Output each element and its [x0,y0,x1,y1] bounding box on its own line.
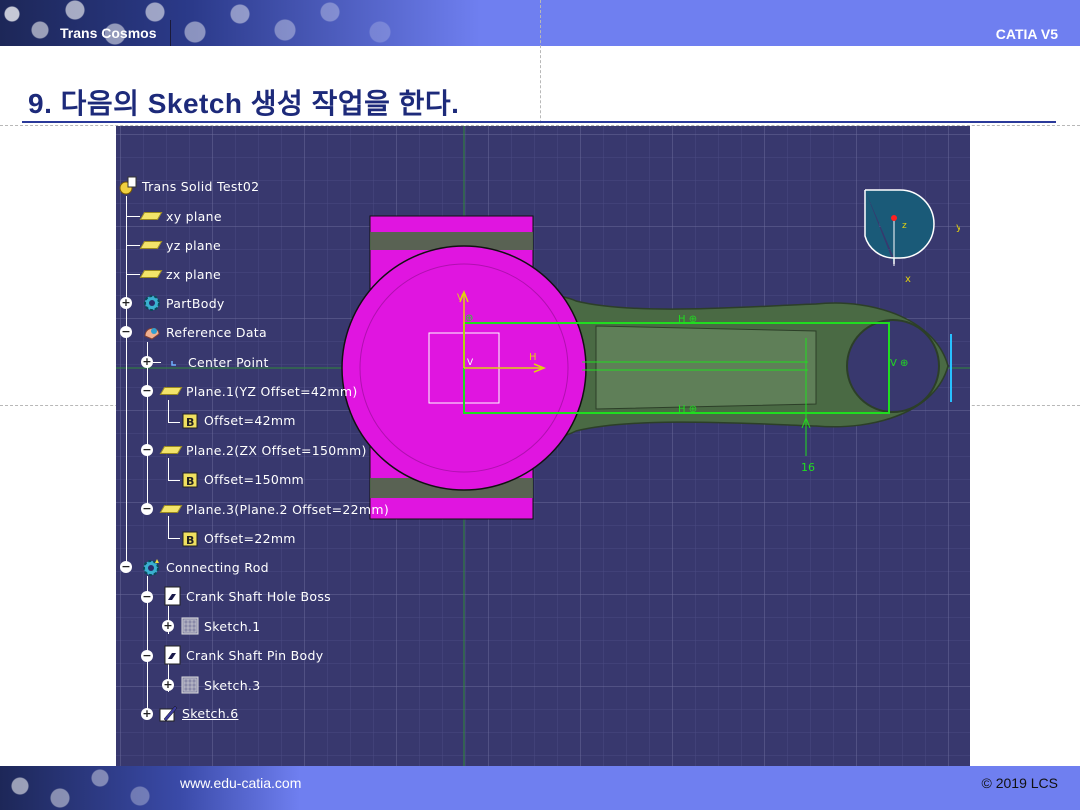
footer-banner: www.edu-catia.com © 2019 LCS [0,766,1080,810]
product-name: CATIA V5 [995,26,1058,42]
catia-viewport[interactable]: 16 H ⊕ H ⊕ V ⊕ ⊕ V H V z y x [116,126,970,766]
title-underline [22,121,1056,123]
svg-text:B: B [186,475,194,488]
pin-hole [846,319,940,413]
collapse-pin-body-button[interactable]: − [141,649,153,662]
sketch-icon [180,616,200,636]
svg-text:V ⊕: V ⊕ [890,358,908,369]
plane-icon [139,241,163,249]
expand-sketch1-button[interactable]: + [162,619,174,632]
sketch-grid: 16 H ⊕ H ⊕ V ⊕ ⊕ V H V [116,126,970,766]
parameter-icon: B [180,528,200,548]
svg-text:y: y [956,222,960,233]
product-icon [118,176,138,196]
footer-decoration [0,766,300,810]
tree-item-sketch1[interactable]: Sketch.1 [180,616,260,636]
geometrical-set-icon [142,322,162,342]
tree-item-offset-42[interactable]: B Offset=42mm [180,410,296,430]
pad-icon [162,645,182,665]
svg-text:x: x [905,274,911,284]
svg-text:V: V [467,358,474,368]
tree-item-crank-shaft-pin-body[interactable]: Crank Shaft Pin Body [162,645,323,665]
expand-partbody-button[interactable]: + [120,296,132,309]
parameter-icon: B [180,410,200,430]
pad-icon [162,586,182,606]
tree-item-crank-shaft-hole-boss[interactable]: Crank Shaft Hole Boss [162,586,331,606]
tree-item-zx-plane[interactable]: zx plane [139,264,221,284]
page-title: 9. 다음의 Sketch 생성 작업을 한다. [28,88,460,119]
tree-item-plane3[interactable]: Plane.3(Plane.2 Offset=22mm) [159,499,389,519]
tree-root[interactable]: Trans Solid Test02 [118,176,259,196]
svg-text:V: V [457,293,464,303]
collapse-plane1-button[interactable]: − [141,384,153,397]
tree-item-offset-150[interactable]: B Offset=150mm [180,469,304,489]
tree-item-xy-plane[interactable]: xy plane [139,206,222,226]
compass-icon[interactable]: z y x [860,184,960,284]
plane-icon [159,387,183,395]
plane-icon [139,270,163,278]
svg-text:H: H [529,352,537,363]
collapse-connecting-rod-button[interactable]: − [120,560,132,573]
plane-icon [159,446,183,454]
tree-item-connecting-rod[interactable]: Connecting Rod [142,557,269,577]
tree-item-center-point[interactable]: Center Point [166,352,269,372]
body-gear-icon [142,293,162,313]
sketch-icon [180,675,200,695]
banner-divider [170,20,171,46]
expand-sketch6-button[interactable]: + [141,707,153,720]
collapse-hole-boss-button[interactable]: − [141,590,153,603]
body-gear-icon [142,557,162,577]
collapse-reference-data-button[interactable]: − [120,325,132,338]
plane-icon [139,212,163,220]
tree-item-offset-22[interactable]: B Offset=22mm [180,528,296,548]
specification-tree: Trans Solid Test02 xy plane yz plane zx … [116,126,416,766]
copyright-text: © 2019 LCS [981,775,1058,791]
expand-sketch3-button[interactable]: + [162,678,174,691]
collapse-plane2-button[interactable]: − [141,443,153,456]
svg-text:H ⊕: H ⊕ [678,404,697,415]
svg-text:z: z [902,221,907,231]
company-name: Trans Cosmos [60,25,157,41]
svg-text:B: B [186,416,194,429]
tree-item-plane2[interactable]: Plane.2(ZX Offset=150mm) [159,440,367,460]
parameter-icon: B [180,469,200,489]
tree-item-sketch6[interactable]: Sketch.6 [158,703,238,723]
dimension-label: 16 [801,461,815,474]
website-link[interactable]: www.edu-catia.com [180,775,302,791]
point-icon [166,352,184,372]
expand-center-point-button[interactable]: + [141,355,153,368]
banner-decoration [0,0,480,46]
svg-text:⊕: ⊕ [465,313,473,324]
collapse-plane3-button[interactable]: − [141,502,153,515]
tree-item-partbody[interactable]: PartBody [142,293,225,313]
svg-text:B: B [186,534,194,547]
sketch-edit-icon [158,703,178,723]
tree-item-yz-plane[interactable]: yz plane [139,235,221,255]
tree-item-sketch3[interactable]: Sketch.3 [180,675,260,695]
tree-item-plane1[interactable]: Plane.1(YZ Offset=42mm) [159,381,358,401]
tree-item-reference-data[interactable]: Reference Data [142,322,267,342]
plane-icon [159,505,183,513]
svg-text:H ⊕: H ⊕ [678,314,697,325]
